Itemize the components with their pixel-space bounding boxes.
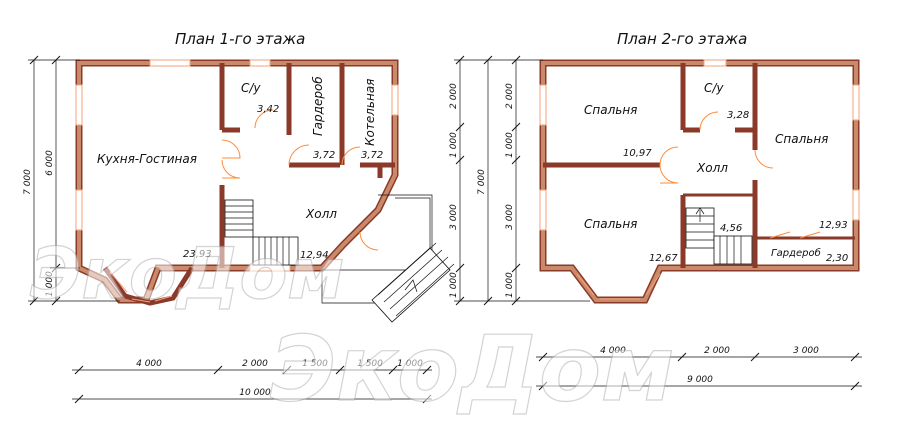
floor2-room-garderob-area: 2,30 [826, 253, 848, 264]
floor1-room-kitchen-area: 23,93 [183, 249, 212, 260]
floor2-room-bedroom-tl-label: Спальня [584, 103, 637, 117]
floor2-dim-left-outer-top: 2 000 [449, 83, 459, 109]
floor2-room-bedroom-bl-area: 12,67 [649, 253, 678, 264]
floor2-outer-walls [539, 59, 860, 304]
watermark-left: ЭкоДом [30, 233, 345, 315]
floor2-dim-left-outer-bottom: 1 000 [449, 272, 459, 298]
floor1-dim-bottom-seg5: 1 000 [397, 359, 423, 369]
floor1-room-hall-label: Холл [305, 207, 337, 221]
floor2-bay-window [576, 273, 661, 300]
floor1-room-kotelnaya-area: 3,72 [361, 150, 383, 161]
floor1-dim-bottom-total: 10 000 [239, 388, 271, 398]
floor1-dim-left-lower: 1 000 [45, 271, 55, 297]
floor2-room-bedroom-tr-area: 12,93 [819, 220, 848, 231]
floor2-room-bedroom-bl-label: Спальня [584, 217, 637, 231]
floor1-windows [75, 59, 399, 272]
floor2-dim-left-inner-bottom: 1 000 [505, 272, 515, 298]
floor2-staircase [685, 207, 753, 265]
floor1-doors [221, 109, 379, 251]
floor1-dim-left-upper: 6 000 [45, 150, 55, 176]
floor2-room-su-area: 3,28 [727, 110, 749, 121]
floor2-dim-bottom-seg2: 2 000 [704, 346, 730, 356]
floor1-room-garderob-area: 3,72 [313, 150, 335, 161]
floor2-bottom-dimensions [536, 352, 862, 391]
floor2-room-garderob-label: Гардероб [771, 247, 821, 259]
floor2-dim-bottom-total: 9 000 [687, 375, 713, 385]
floor1-room-garderob-label: Гардероб [311, 76, 325, 136]
floor1-bay-window [102, 266, 195, 306]
floor2-dim-left-inner-top: 2 000 [505, 83, 515, 109]
floor2-plan: Спальня 10,97 С/у 3,28 Спальня 12,93 Хол… [449, 55, 862, 391]
floor2-room-hall-area: 4,56 [720, 223, 742, 234]
floor2-dim-left-outer-lower: 3 000 [449, 204, 459, 230]
floor1-room-su-label: С/у [241, 81, 261, 95]
floor1-left-dimensions [28, 55, 120, 306]
floor2-dim-left-total: 7 000 [477, 169, 487, 195]
floor1-room-kitchen-label: Кухня-Гостиная [97, 152, 197, 166]
floor2-interior-walls [543, 63, 855, 268]
floor2-doors [659, 111, 821, 239]
floor1-room-hall-area: 12,94 [300, 250, 329, 261]
floor2-room-su-label: С/у [704, 81, 724, 95]
floor1-room-kotelnaya-label: Котельная [363, 79, 377, 146]
floor1-outer-walls [75, 59, 399, 304]
floor1-interior-walls [219, 63, 395, 268]
floor2-windows [539, 59, 860, 231]
floor2-left-dimensions [454, 55, 590, 306]
floor1-dim-bottom-seg1: 4 000 [136, 359, 162, 369]
floor1-plan: С/у 3,42 Гардероб 3,72 Котельная 3,72 Ку… [23, 55, 455, 404]
floor1-bottom-dimensions [72, 365, 432, 404]
floor2-title: План 2-го этажа [617, 30, 747, 48]
watermark-center: ЭкоДом [270, 317, 675, 422]
floor2-room-bedroom-tl-area: 10,97 [623, 148, 652, 159]
floor2-dim-bottom-seg3: 3 000 [793, 346, 819, 356]
floor2-room-hall-label: Холл [696, 161, 728, 175]
floor2-room-bedroom-tr-label: Спальня [775, 132, 828, 146]
floor1-dim-bottom-seg2: 2 000 [242, 359, 268, 369]
floor1-title: План 1-го этажа [175, 30, 305, 48]
floor1-room-su-area: 3,42 [257, 104, 279, 115]
floor1-porch [321, 194, 455, 323]
floor1-dim-left-total: 7 000 [23, 169, 33, 195]
floor2-dim-left-inner-lower: 3 000 [505, 204, 515, 230]
floor2-dim-left-inner-middle: 1 000 [505, 132, 515, 158]
floor1-dim-bottom-seg3: 1 500 [302, 359, 328, 369]
floor1-dim-bottom-seg4: 1 500 [357, 359, 383, 369]
floor2-dim-left-outer-middle: 1 000 [449, 132, 459, 158]
floor1-staircase [224, 199, 299, 266]
floor2-dim-bottom-seg1: 4 000 [600, 346, 626, 356]
